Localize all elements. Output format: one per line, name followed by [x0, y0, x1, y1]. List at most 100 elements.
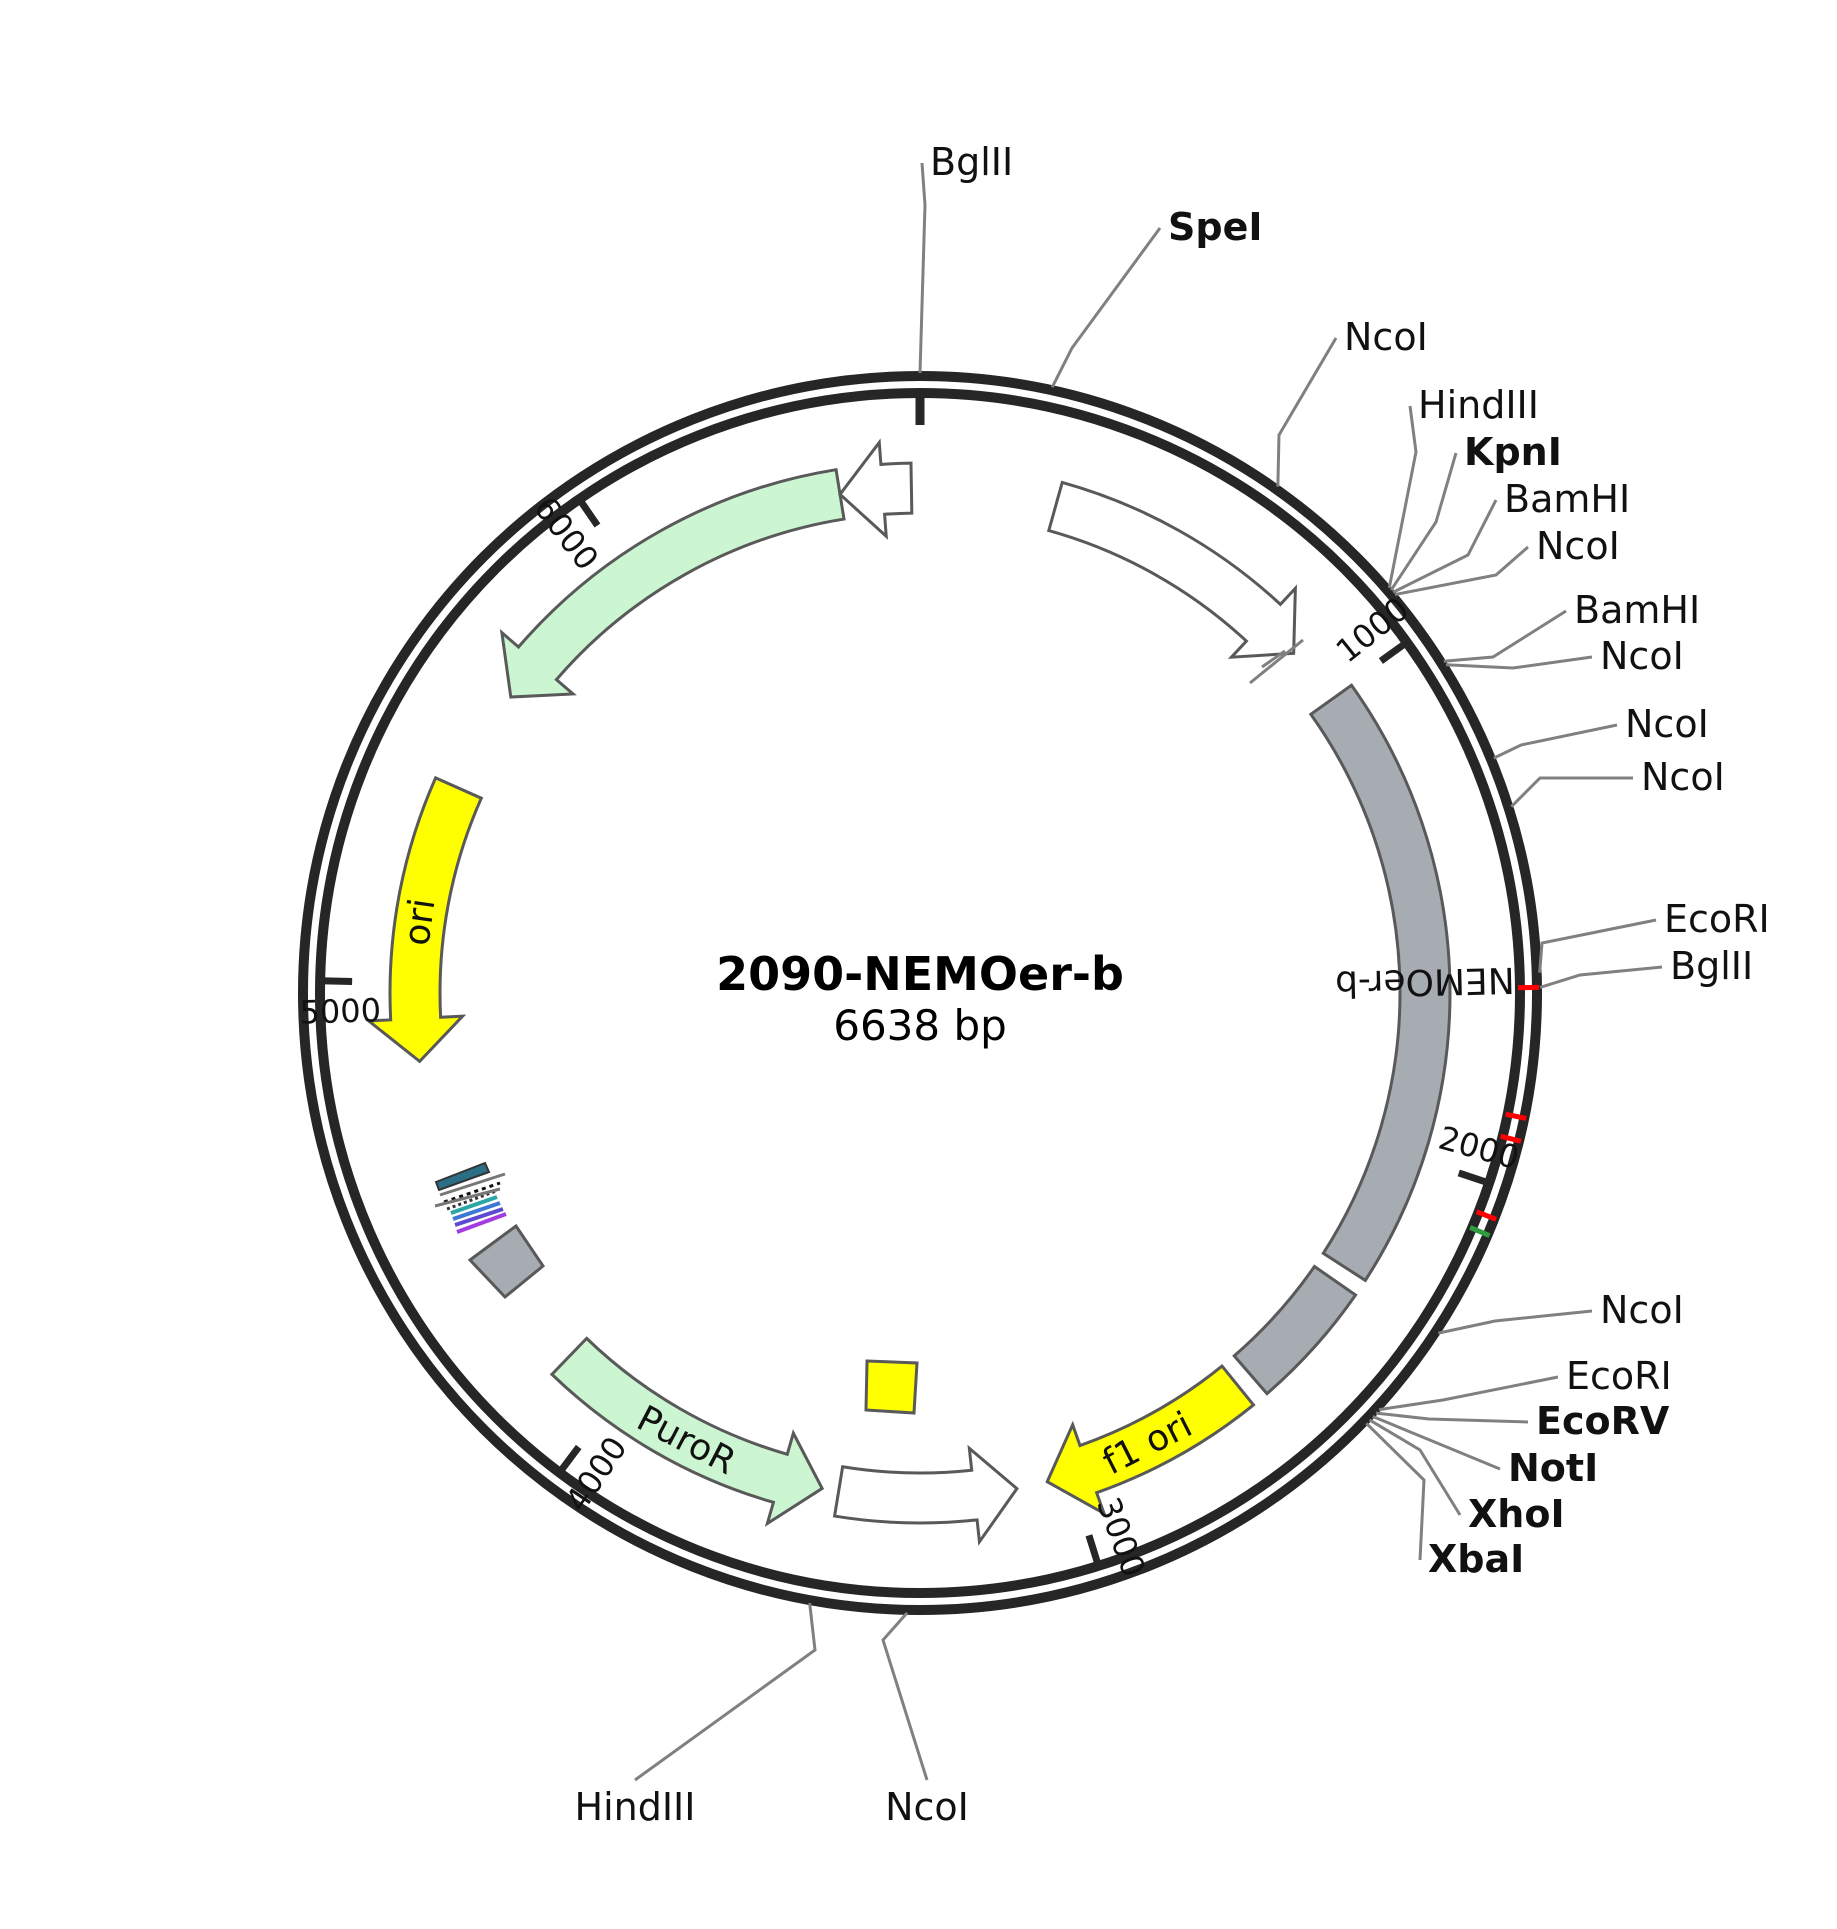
site-label: NcoI [1344, 315, 1428, 359]
site-label: NcoI [1536, 524, 1620, 568]
site-label: XbaI [1428, 1537, 1524, 1581]
site-ncoi[interactable]: NcoI [1493, 702, 1709, 760]
feature-shape [838, 438, 914, 540]
feature-shape [1308, 683, 1452, 1283]
site-leader-line [1539, 965, 1663, 989]
site-leader-line [1387, 405, 1418, 589]
feature-shape [832, 1444, 1019, 1546]
site-bglii[interactable]: BglII [1539, 944, 1753, 989]
site-xbai[interactable]: XbaI [1365, 1422, 1524, 1581]
site-leader-line [1378, 1375, 1559, 1412]
site-leader-line [1538, 918, 1657, 973]
tick-mark [1378, 639, 1409, 664]
site-ncoi[interactable]: NcoI [1438, 1288, 1684, 1335]
tick-mark [320, 977, 353, 985]
tick-mark [1457, 1169, 1491, 1187]
feature-shape [499, 467, 846, 699]
site-hindiii[interactable]: HindIII [1387, 383, 1539, 589]
feature-unnamed-4[interactable] [832, 1444, 1019, 1546]
primer-marks [1469, 984, 1539, 1238]
site-label: BglII [1670, 944, 1753, 988]
site-label: NcoI [1625, 702, 1709, 746]
site-bamhi[interactable]: BamHI [1392, 477, 1630, 594]
tick-label: 5000 [299, 991, 382, 1032]
feature-nemoer-b[interactable]: NEMOer-b [1308, 683, 1515, 1283]
feature-unnamed-8[interactable] [838, 438, 914, 540]
site-ncoi[interactable]: NcoI [1394, 524, 1620, 596]
feature-shape [549, 1336, 825, 1527]
site-label: HindIII [575, 1785, 696, 1829]
site-leader-line [1375, 1411, 1529, 1424]
site-leader-line [1365, 1422, 1426, 1561]
site-leader-line [1276, 337, 1338, 487]
site-noti[interactable]: NotI [1372, 1415, 1598, 1490]
site-label: KpnI [1464, 430, 1562, 474]
site-leader-line [1510, 776, 1633, 808]
site-leader-line [634, 1602, 817, 1782]
site-label: BglII [930, 140, 1013, 184]
site-label: BamHI [1574, 588, 1700, 632]
site-ecori[interactable]: EcoRI [1378, 1354, 1672, 1412]
feature-shape [364, 775, 484, 1064]
tick-label: 2000 [1435, 1119, 1524, 1177]
misc-features [434, 638, 1304, 1415]
site-leader-line [1394, 545, 1529, 596]
site-label: NcoI [1600, 634, 1684, 678]
site-label: BamHI [1504, 477, 1630, 521]
feature-label: NEMOer-b [1335, 959, 1515, 1004]
site-label: NcoI [1600, 1288, 1684, 1332]
restriction-sites: BglIISpeINcoIHindIIIKpnIBamHINcoIBamHINc… [575, 140, 1770, 1829]
tick-mark [556, 1444, 582, 1475]
site-ecorv[interactable]: EcoRV [1375, 1399, 1670, 1443]
tick-mark [1085, 1534, 1102, 1567]
site-bamhi[interactable]: BamHI [1443, 588, 1700, 663]
tick-2000: 2000 [1435, 1119, 1524, 1187]
small-feature-mark [1261, 649, 1286, 669]
site-label: EcoRI [1664, 897, 1770, 941]
small-feature-mark [1249, 638, 1304, 685]
site-leader-line [1445, 655, 1593, 670]
gray-square-icon [467, 1223, 546, 1300]
feature-unnamed-0[interactable] [1046, 480, 1297, 659]
site-leader-line [1389, 452, 1458, 591]
backbone-outer [298, 371, 1542, 1615]
site-label: SpeI [1168, 205, 1262, 249]
site-ecori[interactable]: EcoRI [1538, 897, 1770, 973]
feature-unnamed-7[interactable] [499, 467, 846, 699]
site-xhoi[interactable]: XhoI [1368, 1418, 1565, 1536]
site-leader-line [1438, 1309, 1593, 1335]
feature-unnamed-2[interactable] [1232, 1264, 1358, 1396]
site-leader-line [1050, 227, 1162, 388]
site-label: NcoI [1641, 755, 1725, 799]
site-ncoi[interactable]: NcoI [1445, 634, 1684, 678]
feature-shape [1046, 480, 1297, 659]
misc-feature-stack-icon [434, 1161, 507, 1234]
feature-shape [1232, 1264, 1358, 1396]
feature-shape [1045, 1363, 1256, 1517]
site-bglii[interactable]: BglII [918, 140, 1013, 374]
site-label: XhoI [1468, 1492, 1565, 1536]
site-ncoi[interactable]: NcoI [1276, 315, 1428, 487]
tick-mark [576, 497, 601, 528]
site-hindiii[interactable]: HindIII [575, 1602, 817, 1829]
primer-mark [1505, 1111, 1527, 1121]
site-leader-line [1368, 1418, 1462, 1516]
primer-mark [1469, 1225, 1491, 1238]
tick-5000: 5000 [299, 977, 382, 1032]
site-label: HindIII [1418, 383, 1539, 427]
site-kpni[interactable]: KpnI [1389, 430, 1562, 591]
site-leader-line [1392, 499, 1498, 594]
plasmid-size: 6638 bp [833, 1001, 1007, 1050]
site-ncoi[interactable]: NcoI [881, 1611, 969, 1829]
feature-label: ori [396, 896, 443, 948]
plasmid-name: 2090-NEMOer-b [716, 947, 1124, 1001]
site-ncoi[interactable]: NcoI [1510, 755, 1725, 808]
site-spei[interactable]: SpeI [1050, 205, 1262, 388]
site-leader-line [1372, 1415, 1501, 1471]
site-leader-line [881, 1611, 929, 1781]
feature-f1-ori[interactable]: f1 ori [1045, 1363, 1256, 1517]
feature-ori[interactable]: ori [364, 775, 484, 1064]
site-label: NotI [1508, 1446, 1598, 1490]
